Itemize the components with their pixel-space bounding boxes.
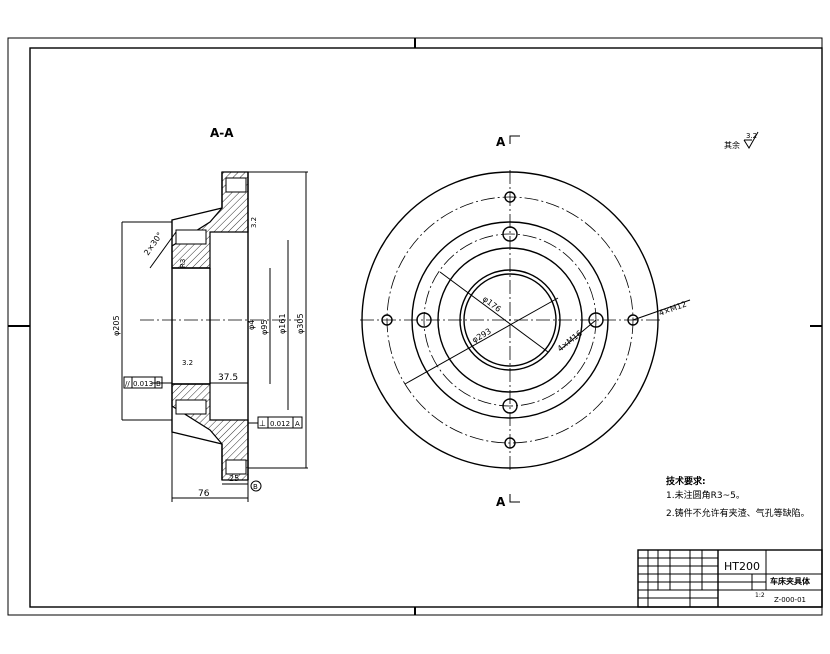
dim-161: φ161 <box>278 313 287 334</box>
datum-b-marker <box>250 480 262 492</box>
roughness-note: 其余 3.2 <box>724 131 759 150</box>
dim-293: φ293 <box>471 327 493 345</box>
leader-m12 <box>632 299 691 321</box>
svg-text:A: A <box>295 420 300 428</box>
tech-req-title: 技术要求: <box>666 475 706 487</box>
bore-outer-circle <box>459 269 561 371</box>
dim-95: φ95 <box>260 320 269 335</box>
dim-205: φ205 <box>112 315 121 336</box>
outer-circle <box>361 171 659 469</box>
tech-req-line-1: 1.未注圆角R3~5。 <box>666 489 745 501</box>
svg-text:B: B <box>253 483 258 491</box>
hole-inner-right <box>588 312 604 328</box>
tech-requirements: 技术要求: 1.未注圆角R3~5。 2.铸件不允许有夹渣、气孔等缺陷。 <box>666 475 810 519</box>
leader-m16 <box>559 319 597 351</box>
section-outer-profile <box>171 172 223 480</box>
dim-37: 37.5 <box>218 373 238 383</box>
hub-circle <box>437 247 583 393</box>
svg-text:⊥: ⊥ <box>259 419 266 428</box>
svg-text:其余: 其余 <box>724 140 740 150</box>
dim-m16: 4×M16 <box>556 329 584 354</box>
hole-inner-bottom <box>502 398 518 414</box>
title-drawing-no: Z-000-01 <box>774 596 806 604</box>
cut-arrow-bottom <box>509 494 520 503</box>
middle-circle <box>411 221 609 419</box>
hole-outer-top <box>504 191 516 203</box>
bore-circle <box>463 273 557 367</box>
cut-label-bottom: A <box>496 495 506 509</box>
hole-outer-bottom <box>504 437 516 449</box>
leader-176 <box>439 271 549 353</box>
title-scale: 1:2 <box>755 592 765 599</box>
tolerance-perpendicular: ⊥ 0.012 A <box>248 416 303 429</box>
note-r3: R3 <box>179 259 187 268</box>
cut-label-top: A <box>496 135 506 149</box>
dim-305: φ305 <box>296 313 305 334</box>
title-part-name: 车床夹具体 <box>770 576 811 586</box>
note-b: 3.2 <box>250 217 258 228</box>
tech-req-line-2: 2.铸件不允许有夹渣、气孔等缺陷。 <box>666 507 810 519</box>
svg-text:3.2: 3.2 <box>746 132 757 140</box>
dim-m12: 4×M12 <box>658 300 688 318</box>
hole-inner-top <box>502 226 518 242</box>
section-hole-lower <box>175 399 207 415</box>
tolerance-parallel: // 0.013 B <box>123 376 172 389</box>
hole-outer-left <box>381 314 393 326</box>
dim-76: 76 <box>198 489 210 499</box>
svg-text:0.013: 0.013 <box>133 380 153 388</box>
outer-border <box>7 37 823 616</box>
section-hole-upper <box>175 229 207 245</box>
front-view: A A φ176 φ293 4×M16 4×M12 <box>360 135 691 509</box>
leader-293 <box>404 297 559 385</box>
section-view: A-A φ205 φ95 φ161 <box>112 126 308 502</box>
chamfer-leader <box>149 231 177 269</box>
section-hole-bottom-flange <box>225 459 247 475</box>
hole-inner-left <box>416 312 432 328</box>
hole-outer-right <box>627 314 639 326</box>
title-material: HT200 <box>724 560 760 573</box>
note-a: 3.2 <box>182 359 193 367</box>
cut-arrow-top <box>509 135 520 144</box>
section-hole-top-flange <box>225 177 247 193</box>
svg-text:B: B <box>156 380 161 388</box>
title-block: HT200 车床夹具体 Z-000-01 1:2 <box>637 549 823 608</box>
svg-text://: // <box>125 380 130 388</box>
dim-4: φ4 <box>247 320 256 330</box>
svg-text:0.012: 0.012 <box>270 420 290 428</box>
dim-25: 25 <box>229 474 239 483</box>
inner-border <box>29 47 823 608</box>
section-label: A-A <box>210 126 234 140</box>
